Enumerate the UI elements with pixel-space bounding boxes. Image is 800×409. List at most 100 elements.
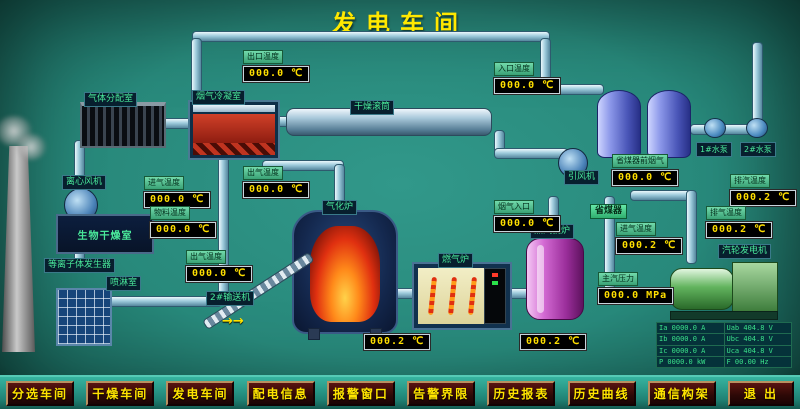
nav-drying-workshop[interactable]: 干燥车间 [86, 380, 155, 406]
gauge-value: 000.2 ℃ [520, 334, 587, 350]
label-economizer: 省煤器 [590, 204, 628, 219]
turbine-generator [670, 260, 778, 320]
gasifier-flame [310, 226, 380, 322]
nav-history-report[interactable]: 历史报表 [487, 380, 556, 406]
gauge-value: 000.0 ℃ [186, 266, 253, 282]
gauge-value: 000.2 ℃ [706, 222, 773, 238]
gauge-pre-economizer-flue-gas: 省煤器前烟气 000.0 ℃ [612, 154, 679, 186]
gauge-ingas-temperature-economizer: 进气温度 000.2 ℃ [616, 222, 683, 254]
nav-alarm-window[interactable]: 报警窗口 [326, 380, 395, 406]
label-water-pump-1: 1#水泵 [696, 142, 732, 157]
spray-chamber [56, 288, 112, 346]
gauge-exhaust-gas-temperature: 排气温度 000.2 ℃ [706, 206, 773, 238]
table-cell: Uab 404.8 V [723, 321, 792, 335]
table-cell: Ubc 404.8 V [723, 333, 792, 346]
gauge-outgas-temperature-center: 出气温度 000.0 ℃ [243, 166, 310, 198]
gasifier-leg [308, 328, 320, 340]
water-tank-2 [647, 90, 691, 158]
pipe-segment [108, 296, 222, 307]
gauge-value: 000.0 MPa [598, 288, 674, 304]
nav-sorting-workshop[interactable]: 分选车间 [6, 380, 75, 406]
label-drying-drum: 干燥滚筒 [350, 100, 395, 115]
gauge-value: 000.0 ℃ [494, 78, 561, 94]
label-flue-gas-condenser: 烟气冷凝室 [192, 90, 246, 105]
label-turbine-generator: 汽轮发电机 [718, 244, 772, 259]
table-cell: Ia 0000.0 A [656, 321, 725, 335]
gauge-boiler-bottom: 000.2 ℃ [520, 334, 587, 350]
gauge-label: 出气温度 [243, 166, 283, 180]
flame-icon [427, 276, 437, 316]
gauge-label: 出口温度 [243, 50, 283, 64]
gauge-value: 000.2 ℃ [730, 190, 797, 206]
gauge-flue-gas-inlet: 烟气入口 000.0 ℃ [494, 200, 561, 232]
gauge-label: 排汽温度 [730, 174, 770, 188]
table-row: Ib 0000.0 A Ubc 404.8 V [656, 333, 792, 346]
gauge-value: 000.0 ℃ [494, 216, 561, 232]
label-spray-chamber: 喷淋室 [106, 276, 142, 291]
water-tank-1 [597, 90, 641, 158]
nav-bar: 分选车间 干燥车间 发电车间 配电信息 报警窗口 告警界限 历史报表 历史曲线 … [0, 375, 800, 409]
pipe-segment [630, 190, 694, 201]
table-cell: F 00.00 Hz [723, 355, 792, 369]
generator-box [732, 262, 778, 314]
water-pump-2 [746, 118, 768, 138]
turbine-base [670, 311, 778, 320]
label-gas-furnace: 燃气炉 [438, 253, 474, 268]
gauge-gasifier-bottom: 000.2 ℃ [364, 334, 431, 350]
table-row: P 0000.0 kW F 00.00 Hz [656, 355, 792, 369]
pipe-segment [494, 148, 568, 159]
gauge-label: 进气温度 [616, 222, 656, 236]
flue-gas-condenser [188, 100, 280, 160]
nav-power-distribution-info[interactable]: 配电信息 [246, 380, 315, 406]
gauge-label: 排气温度 [706, 206, 746, 220]
gas-distribution-chamber [80, 102, 166, 148]
turbine-cylinder [670, 268, 734, 310]
condenser-top-band [193, 105, 275, 112]
condenser-body [193, 114, 275, 144]
nav-power-workshop[interactable]: 发电车间 [166, 380, 235, 406]
gauge-value: 000.2 ℃ [616, 238, 683, 254]
table-cell: P 0000.0 kW [656, 355, 725, 369]
nav-alarm-limits[interactable]: 告警界限 [407, 380, 476, 406]
gauge-outlet-temperature: 出口温度 000.0 ℃ [243, 50, 310, 82]
label-induced-draft-fan: 引风机 [564, 170, 600, 185]
chimney [2, 146, 35, 352]
nav-history-curve[interactable]: 历史曲线 [567, 380, 636, 406]
table-cell: Uca 404.8 V [723, 344, 792, 357]
generator-data-table: Ia 0000.0 A Uab 404.8 V Ib 0000.0 A Ubc … [656, 321, 792, 369]
pipe-segment [686, 190, 697, 264]
gauge-value: 000.0 ℃ [243, 66, 310, 82]
gauge-value: 000.2 ℃ [364, 334, 431, 350]
gauge-label: 进气温度 [144, 176, 184, 190]
gas-furnace-panel [484, 268, 506, 324]
table-cell: Ib 0000.0 A [656, 333, 725, 346]
nav-communication-structure[interactable]: 通信构架 [647, 380, 716, 406]
pipe-segment [752, 42, 763, 122]
gauge-label: 入口温度 [494, 62, 534, 76]
gas-furnace [412, 262, 512, 330]
flame-icon [447, 276, 457, 316]
gasifier [292, 210, 398, 340]
label-water-pump-2: 2#水泵 [740, 142, 776, 157]
flame-icon [467, 276, 477, 316]
gauge-value: 000.0 ℃ [243, 182, 310, 198]
gauge-value: 000.0 ℃ [150, 222, 217, 238]
bio-drying-room-label: 生物干燥室 [77, 230, 133, 242]
table-row: Ic 0000.0 A Uca 404.8 V [656, 344, 792, 357]
label-gas-distribution-chamber: 气体分配室 [84, 92, 138, 107]
steam-boiler [526, 238, 584, 320]
gauge-exhaust-steam-temperature: 排汽温度 000.2 ℃ [730, 174, 797, 206]
gauge-label: 烟气入口 [494, 200, 534, 214]
gauge-label: 主汽压力 [598, 272, 638, 286]
table-cell: Ic 0000.0 A [656, 344, 725, 357]
gauge-label: 物料温度 [150, 206, 190, 220]
water-pump-1 [704, 118, 726, 138]
gauge-ingas-temperature-left: 进气温度 000.0 ℃ [144, 176, 211, 208]
gauge-material-temperature: 物料温度 000.0 ℃ [150, 206, 217, 238]
smoke-puff [16, 134, 46, 160]
table-row: Ia 0000.0 A Uab 404.8 V [656, 321, 792, 335]
nav-exit[interactable]: 退 出 [727, 380, 794, 406]
label-centrifugal-fan: 离心风机 [62, 175, 107, 190]
gas-furnace-window [418, 268, 486, 324]
